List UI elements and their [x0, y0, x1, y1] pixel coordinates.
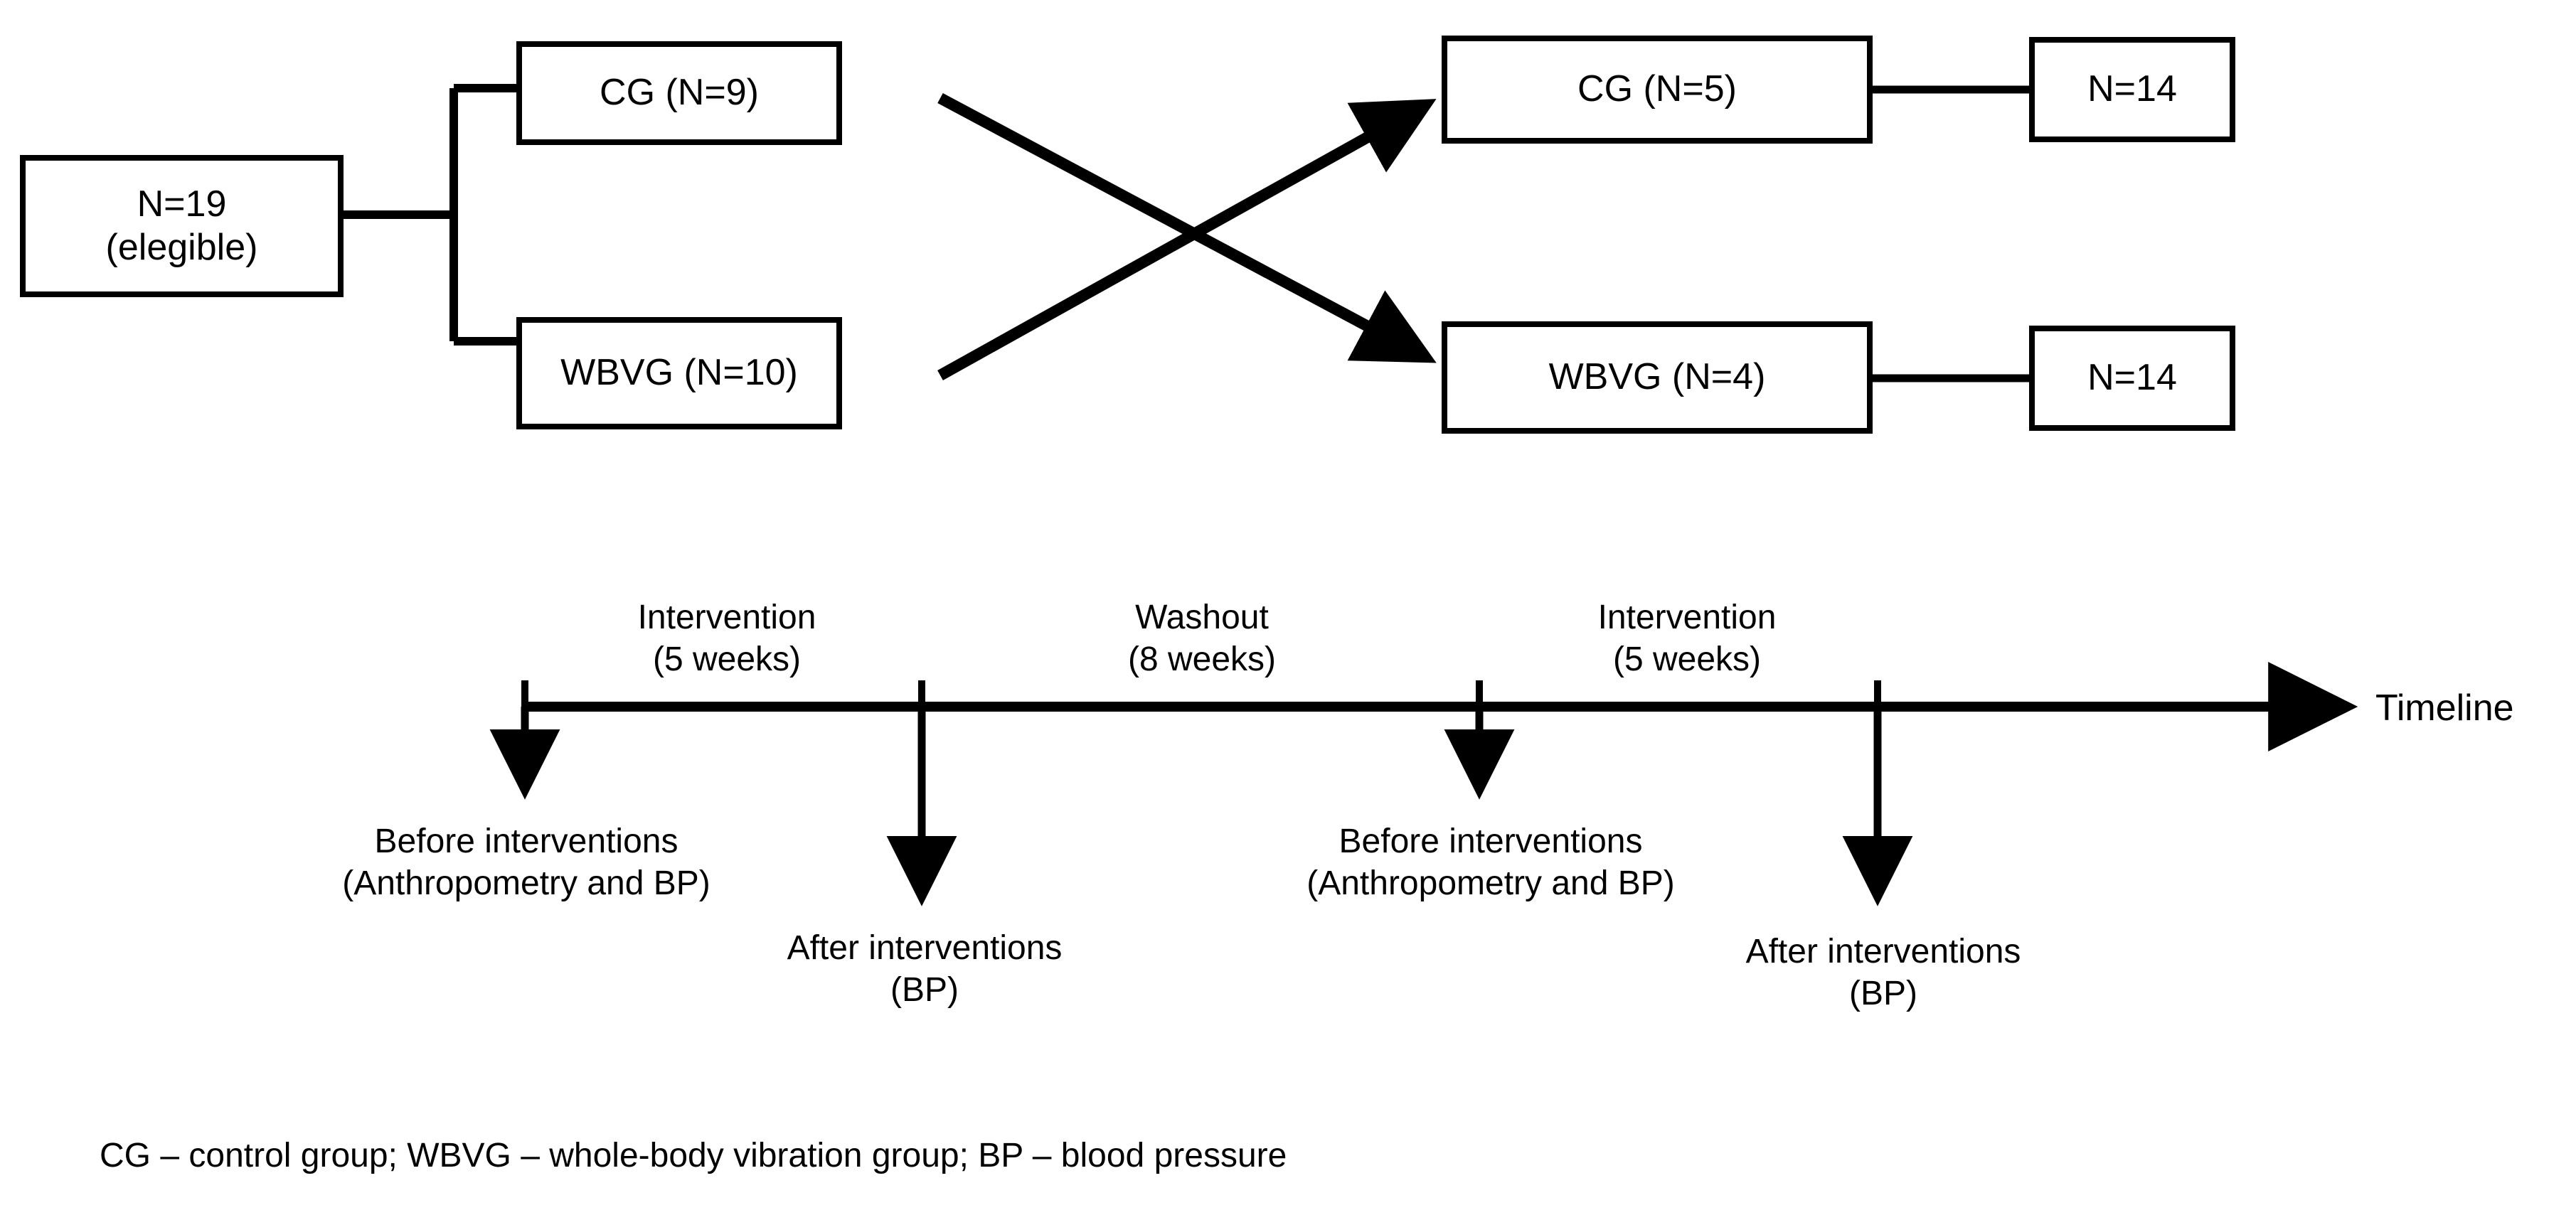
node-cg-9[interactable]: CG (N=9) — [516, 41, 842, 145]
timeline-period-1-name: Intervention — [637, 599, 816, 636]
abbreviation-legend: CG – control group; WBVG – whole-body vi… — [100, 1137, 1287, 1174]
timeline-period-3-name: Intervention — [1597, 599, 1777, 636]
timeline-period-3-duration: (5 weeks) — [1612, 640, 1762, 678]
timeline-marker-4-title: After interventions — [1745, 933, 2021, 970]
node-cg-5-label: CG (N=5) — [1577, 68, 1737, 110]
timeline-marker-2: After interventions (BP) — [787, 928, 1063, 1011]
timeline-marker-4: After interventions (BP) — [1746, 931, 2021, 1014]
node-wbvg-4[interactable]: WBVG (N=4) — [1442, 321, 1873, 434]
node-wbvg-10[interactable]: WBVG (N=10) — [516, 317, 842, 429]
timeline-marker-3: Before interventions (Anthropometry and … — [1306, 821, 1675, 904]
node-total-top-label: N=14 — [2087, 68, 2177, 110]
timeline-marker-2-title: After interventions — [787, 929, 1063, 967]
timeline-period-2-duration: (8 weeks) — [1127, 640, 1277, 678]
timeline-marker-3-title: Before interventions — [1338, 823, 1643, 860]
node-eligible-line-2: (elegible) — [105, 227, 258, 268]
timeline-period-3: Intervention (5 weeks) — [1598, 597, 1777, 680]
timeline-marker-1-title: Before interventions — [374, 823, 678, 860]
node-cg-5[interactable]: CG (N=5) — [1442, 36, 1873, 144]
timeline-marker-1-detail: (Anthropometry and BP) — [342, 864, 710, 902]
node-total-bottom[interactable]: N=14 — [2029, 326, 2235, 431]
timeline-period-1-duration: (5 weeks) — [652, 640, 802, 678]
edge-wbvg10-to-cg5-arrow — [937, 99, 1437, 380]
timeline-axis-label: Timeline — [2375, 687, 2514, 729]
edge-eligible-bracket — [341, 84, 516, 346]
timeline-period-2-name: Washout — [1135, 599, 1269, 636]
timeline-period-1: Intervention (5 weeks) — [638, 597, 816, 680]
edge-cg9-to-wbvg4-arrow — [937, 92, 1437, 363]
timeline-period-2: Washout (8 weeks) — [1128, 597, 1276, 680]
timeline-marker-2-detail: (BP) — [890, 970, 959, 1009]
node-eligible[interactable]: N=19 (elegible) — [20, 155, 344, 297]
timeline-marker-3-detail: (Anthropometry and BP) — [1306, 864, 1675, 902]
node-cg-9-label: CG (N=9) — [600, 72, 759, 114]
timeline-marker-4-detail: (BP) — [1848, 974, 1917, 1012]
node-total-bottom-label: N=14 — [2087, 357, 2177, 399]
timeline-marker-1: Before interventions (Anthropometry and … — [342, 821, 710, 904]
node-wbvg-10-label: WBVG (N=10) — [560, 352, 798, 394]
node-wbvg-4-label: WBVG (N=4) — [1548, 356, 1766, 398]
node-total-top[interactable]: N=14 — [2029, 37, 2235, 142]
node-eligible-line-1: N=19 — [137, 183, 227, 225]
